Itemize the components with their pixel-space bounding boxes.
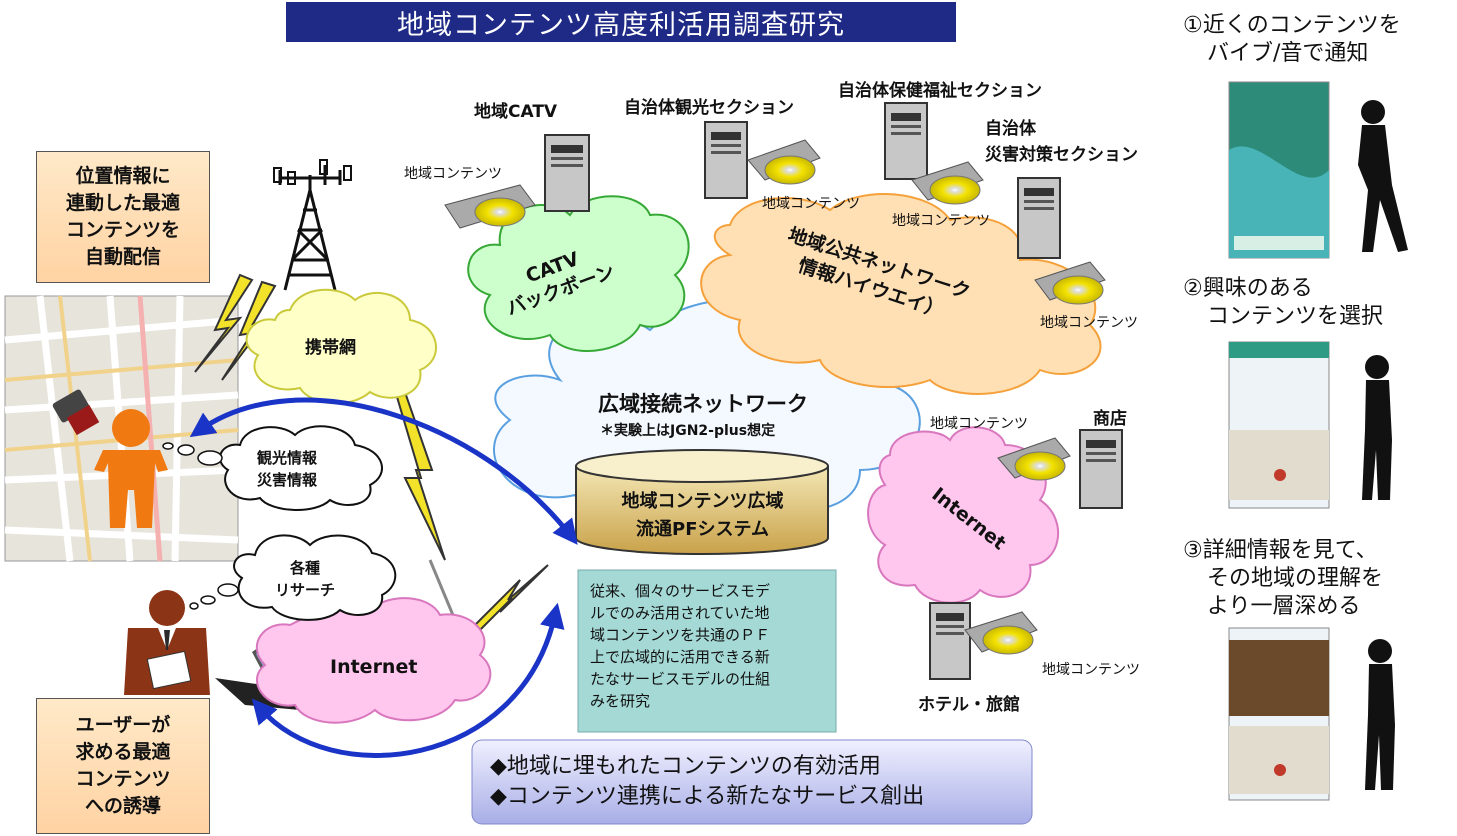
cloud-mobile xyxy=(245,288,437,405)
description-line: 上で広域的に活用できる新 xyxy=(590,648,770,666)
antenna-tower-icon xyxy=(278,165,342,291)
description-text: 従来、個々のサービスモデ ルでのみ活用されていた地 域コンテンツを共通のＰＦ 上… xyxy=(590,580,770,712)
step-line: より一層深める xyxy=(1207,594,1361,619)
disk-icon xyxy=(444,184,536,229)
goal-box xyxy=(471,739,1033,825)
phone-screen-step3 xyxy=(1228,627,1330,801)
goal-line: ◆地域に埋もれたコンテンツの有効活用 xyxy=(490,754,881,779)
user-figure-icon xyxy=(52,389,168,528)
step-line: ②興味のある xyxy=(1183,276,1313,301)
description-box xyxy=(577,569,837,733)
server-icon xyxy=(929,602,971,680)
label-shop: 商店 xyxy=(1093,409,1127,429)
feature-line: 連動した最適 xyxy=(65,192,180,214)
step-line: コンテンツを選択 xyxy=(1207,304,1384,329)
content-label: 地域コンテンツ xyxy=(1042,662,1140,678)
server-icon xyxy=(1017,177,1061,259)
cloud-public-network xyxy=(700,193,1102,395)
speech-line: 観光情報 xyxy=(257,449,318,467)
step-line: バイブ/音で通知 xyxy=(1207,41,1369,66)
feature-line: 自動配信 xyxy=(84,246,161,268)
speech-line: 各種 xyxy=(290,559,321,577)
page-title: 地域コンテンツ高度利活用調査研究 xyxy=(286,2,956,42)
content-label: 地域コンテンツ xyxy=(892,213,990,229)
wide-network-note: ＊実験上はJGN2-plus想定 xyxy=(600,423,776,439)
speech-line: リサーチ xyxy=(275,581,336,599)
server-icon xyxy=(1079,429,1123,509)
tourism-disaster-info: 観光情報 災害情報 xyxy=(257,447,317,491)
feature-box-auto-delivery: 位置情報に 連動した最適 コンテンツを 自動配信 xyxy=(36,151,210,283)
feature-line: コンテンツを xyxy=(65,219,180,241)
platform-system-label: 地域コンテンツ広域 流通PFシステム xyxy=(600,488,805,544)
research-info: 各種 リサーチ xyxy=(275,557,335,601)
label-hotel: ホテル・旅館 xyxy=(918,695,1020,715)
businessman-icon xyxy=(124,590,210,695)
step-line: ①近くのコンテンツを xyxy=(1183,13,1401,38)
system-line: 地域コンテンツ広域 xyxy=(621,491,784,512)
feature-line: への誘導 xyxy=(84,795,161,817)
description-line: 域コンテンツを共通のＰＦ xyxy=(590,626,771,644)
disk-icon xyxy=(911,161,984,205)
person-silhouette-icon xyxy=(1358,100,1408,252)
server-icon xyxy=(544,134,590,212)
feature-box-user-guidance: ユーザーが 求める最適 コンテンツ への誘導 xyxy=(36,698,210,834)
disk-icon xyxy=(747,139,821,185)
description-line: みを研究 xyxy=(590,692,651,710)
label-regional-catv: 地域CATV xyxy=(474,102,558,122)
arrow-lower xyxy=(251,602,565,758)
arrow-upper xyxy=(189,397,578,545)
label-disaster-section: 自治体 災害対策セクション xyxy=(985,116,1138,168)
label-health-section: 自治体保健福祉セクション xyxy=(838,81,1042,101)
system-line: 流通PFシステム xyxy=(636,519,769,540)
disk-icon xyxy=(1034,261,1106,305)
step-line: ③詳細情報を見て、 xyxy=(1183,538,1378,563)
disk-icon xyxy=(997,437,1071,481)
step-line: その地域の理解を xyxy=(1207,566,1384,591)
step1-text: ①近くのコンテンツを バイブ/音で通知 xyxy=(1183,12,1401,68)
server-icon xyxy=(884,102,928,180)
speech-line: 災害情報 xyxy=(257,471,318,489)
content-label: 地域コンテンツ xyxy=(930,416,1028,432)
wide-network-label: 広域接続ネットワーク xyxy=(598,392,808,416)
feature-line: ユーザーが xyxy=(75,714,171,736)
disaster-line: 災害対策セクション xyxy=(985,145,1138,165)
disaster-line: 自治体 xyxy=(985,119,1036,139)
step3-text: ③詳細情報を見て、 その地域の理解を より一層深める xyxy=(1183,537,1383,621)
feature-line: 求める最適 xyxy=(75,741,171,763)
description-line: たなサービスモデルの仕組 xyxy=(590,670,771,688)
person-silhouette-icon xyxy=(1365,639,1395,790)
content-label: 地域コンテンツ xyxy=(762,196,860,212)
phone-screen-step1 xyxy=(1228,81,1330,259)
mobile-network-label: 携帯網 xyxy=(305,338,356,358)
goal-text: ◆地域に埋もれたコンテンツの有効活用 ◆コンテンツ連携による新たなサービス創出 xyxy=(490,752,924,812)
server-icon xyxy=(704,121,748,199)
feature-line: コンテンツ xyxy=(75,768,171,790)
platform-system-cylinder xyxy=(575,449,829,555)
goal-line: ◆コンテンツ連携による新たなサービス創出 xyxy=(490,784,925,809)
content-label: 地域コンテンツ xyxy=(1040,315,1138,331)
description-line: ルでのみ活用されていた地 xyxy=(590,604,770,622)
phone-screen-step2 xyxy=(1228,341,1330,509)
feature-line: 位置情報に xyxy=(75,165,171,187)
step2-text: ②興味のある コンテンツを選択 xyxy=(1183,275,1383,331)
description-line: 従来、個々のサービスモデ xyxy=(590,582,771,600)
label-tourism-section: 自治体観光セクション xyxy=(624,98,794,118)
disk-icon xyxy=(964,611,1038,655)
internet-left-label: Internet xyxy=(330,656,418,678)
content-label: 地域コンテンツ xyxy=(404,166,502,182)
person-silhouette-icon xyxy=(1362,355,1392,500)
